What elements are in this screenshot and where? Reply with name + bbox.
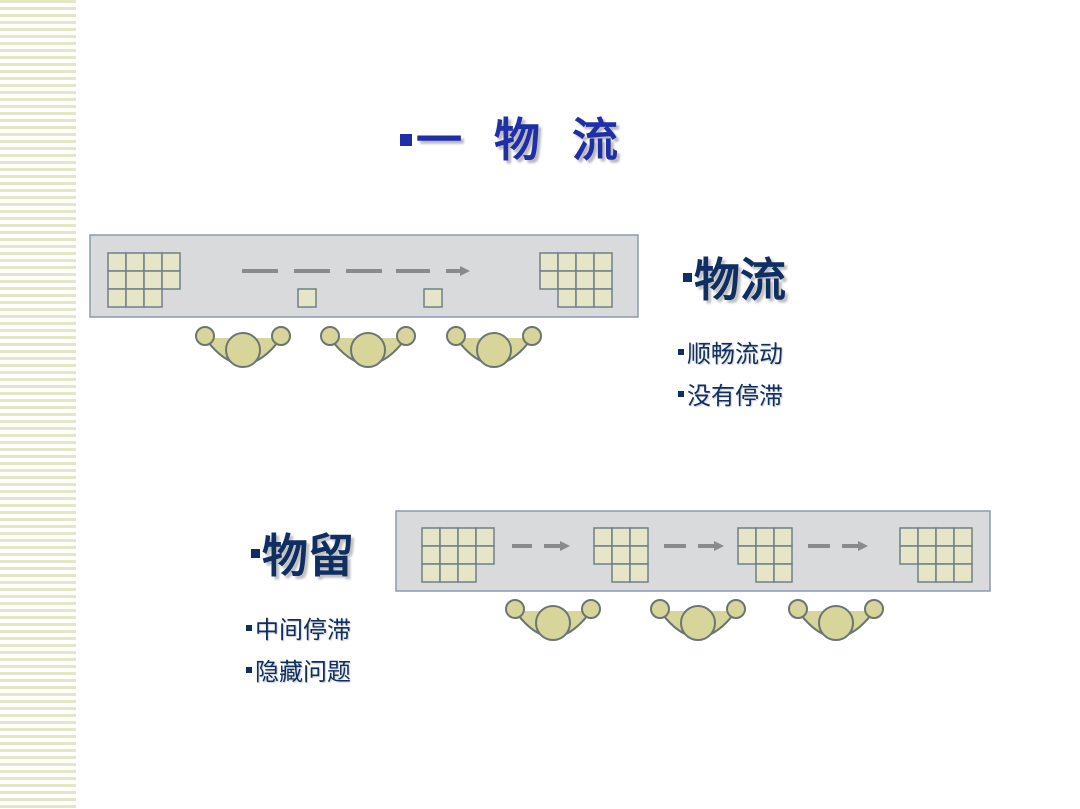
station-grid-icon	[593, 527, 649, 583]
station-grid-icon	[107, 252, 181, 308]
station-grid-icon	[737, 527, 793, 583]
stagnant-point-text: 中间停滞	[255, 616, 351, 644]
worker-icon	[788, 599, 884, 641]
point-bullet-icon	[678, 349, 684, 355]
worker-icon	[195, 326, 291, 368]
point-bullet-icon	[246, 625, 252, 631]
flow-point-text: 没有停滞	[687, 382, 783, 410]
flow-heading-text: 物流	[694, 253, 786, 307]
worker-icon	[650, 599, 746, 641]
decorative-side-stripes	[0, 0, 76, 809]
stagnant-heading-text: 物留	[262, 529, 354, 583]
page-title: 一 物 流	[400, 104, 626, 170]
flow-section-heading: 物流	[683, 244, 786, 310]
worker-icon	[320, 326, 416, 368]
heading-bullet-icon	[251, 549, 260, 558]
item-box-icon	[423, 288, 443, 308]
stagnant-point-text: 隐藏问题	[255, 658, 351, 686]
flow-point: 没有停滞	[678, 376, 783, 411]
stagnant-panel	[395, 510, 991, 592]
flow-point-text: 顺畅流动	[687, 340, 783, 368]
worker-icon	[505, 599, 601, 641]
stagnant-section-heading: 物留	[251, 520, 354, 586]
smooth-flow-diagram	[89, 234, 639, 368]
flow-point: 顺畅流动	[678, 334, 783, 369]
point-bullet-icon	[678, 391, 684, 397]
station-grid-icon	[421, 527, 495, 583]
point-bullet-icon	[246, 667, 252, 673]
stagnant-point: 隐藏问题	[246, 652, 351, 687]
title-bullet-icon	[400, 133, 412, 146]
worker-icon	[446, 326, 542, 368]
station-grid-icon	[539, 252, 613, 308]
stagnant-flow-diagram	[395, 510, 991, 641]
item-box-icon	[297, 288, 317, 308]
station-grid-icon	[899, 527, 973, 583]
heading-bullet-icon	[683, 273, 692, 282]
stagnant-point: 中间停滞	[246, 610, 351, 645]
page-title-text: 一 物 流	[416, 113, 627, 167]
